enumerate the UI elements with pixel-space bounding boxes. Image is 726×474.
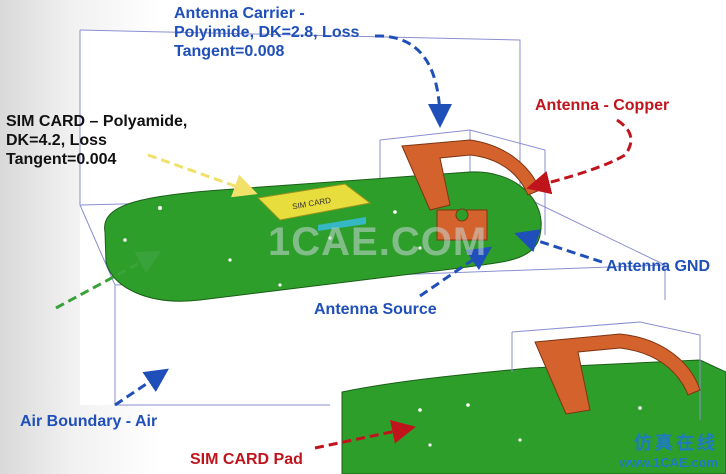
arrow-antenna-carrier (374, 34, 452, 128)
detail-antenna-copper (534, 333, 701, 415)
site-logo: 仿真在线 www.1CAE.com (620, 429, 718, 470)
label-air-boundary: Air Boundary - Air (20, 413, 158, 430)
arrow-air (55, 251, 162, 310)
label-sim-card-pad: SIM CARD Pad (190, 451, 303, 468)
label-antenna-copper: Antenna - Copper (535, 97, 670, 114)
site-logo-url: www.1CAE.com (619, 455, 718, 470)
sim-card (256, 183, 372, 221)
label-antenna-source: Antenna Source (314, 301, 437, 318)
sim-card-pad (318, 217, 366, 231)
arrow-air-boundary (114, 368, 169, 407)
detail-via-holes (418, 403, 642, 447)
arrow-antenna-copper (526, 118, 633, 195)
arrow-sim-card (147, 153, 258, 198)
label-antenna-gnd: Antenna GND (606, 258, 710, 275)
arrow-sim-card-pad (314, 419, 416, 450)
arrow-antenna-gnd (514, 229, 603, 264)
site-logo-name: 仿真在线 (634, 433, 718, 454)
label-sim-card-material: SIM CARD – Polyamide, DK=4.2, Loss Tange… (6, 113, 188, 168)
detail-pcb-board (341, 359, 726, 474)
watermark: 1CAE.COM (268, 220, 488, 264)
antenna-copper (401, 139, 541, 241)
detail-boundary-box (511, 321, 701, 420)
label-antenna-carrier: Antenna Carrier - Polyimide, DK=2.8, Los… (174, 5, 360, 60)
